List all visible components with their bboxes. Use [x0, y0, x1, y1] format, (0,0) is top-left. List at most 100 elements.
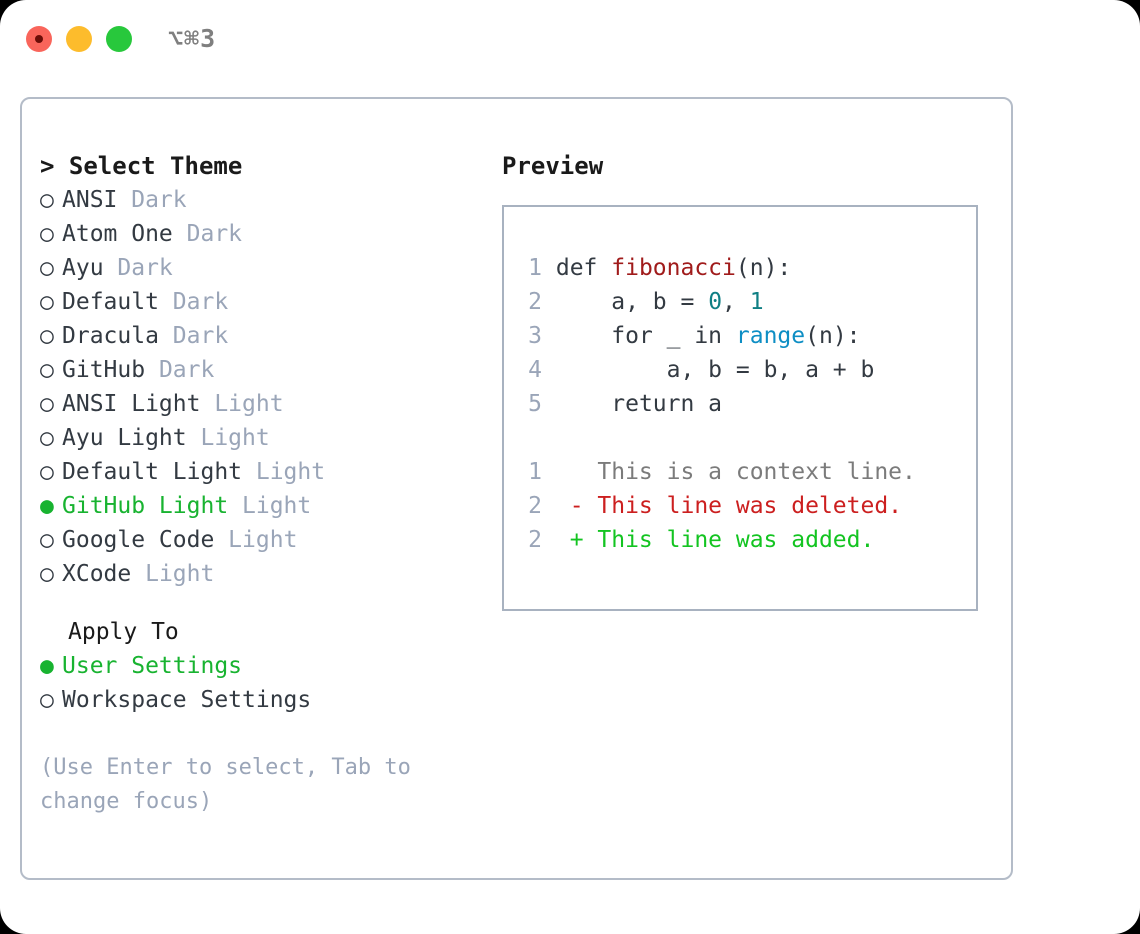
code-token: for _ in	[555, 323, 736, 349]
theme-option-5[interactable]: ○ GitHub Dark	[40, 353, 490, 387]
theme-option-label: XCode	[62, 561, 132, 587]
diff-line-text: This is a context line.	[542, 459, 916, 485]
diff-line-number: 1	[528, 459, 542, 485]
apply-to-list: ● User Settings ○ Workspace Settings	[40, 649, 490, 717]
minimize-button[interactable]	[66, 26, 92, 52]
diff-line-number: 2	[528, 493, 542, 519]
theme-option-4[interactable]: ○Dracula Dark	[40, 319, 490, 353]
code-line-number: 2	[528, 289, 542, 315]
code-line-text: for _ in range(n):	[542, 323, 861, 349]
theme-option-8[interactable]: ○ Default Light Light	[40, 455, 490, 489]
apply-to-option-1[interactable]: ○ Workspace Settings	[40, 683, 490, 717]
radio-selected-icon: ●	[40, 653, 54, 679]
theme-option-badge: Dark	[117, 187, 187, 213]
code-token: a, b = b, a + b	[555, 357, 875, 383]
code-token: 1	[749, 289, 764, 315]
theme-option-label: ANSI Light	[62, 391, 201, 417]
radio-unselected-icon: ○	[40, 687, 54, 713]
theme-option-badge: Light	[228, 493, 312, 519]
diff-line-text: - This line was deleted.	[542, 493, 903, 519]
theme-option-label: GitHub	[62, 357, 146, 383]
theme-option-label: ANSI	[62, 187, 118, 213]
apply-to-option-0[interactable]: ● User Settings	[40, 649, 490, 683]
code-line-number: 4	[528, 357, 542, 383]
spacer	[504, 421, 976, 455]
code-token: (n):	[805, 323, 861, 349]
preview-column: Preview 1 def fibonacci (n): 2 a, b = 0, 1…	[502, 149, 1002, 611]
code-line-number: 3	[528, 323, 542, 349]
theme-option-badge: Dark	[172, 221, 243, 247]
theme-option-6[interactable]: ○ ANSI Light Light	[40, 387, 490, 421]
radio-selected-icon: ●	[40, 493, 54, 519]
radio-unselected-icon: ○	[40, 221, 54, 247]
select-theme-title: Select Theme	[68, 152, 243, 180]
theme-option-badge: Light	[131, 561, 215, 587]
radio-unselected-icon: ○	[40, 561, 54, 587]
code-line-4: 5 return a	[504, 387, 976, 421]
code-line-2: 3 for _ in range(n):	[504, 319, 976, 353]
theme-option-0[interactable]: ○ANSI Dark	[40, 183, 490, 217]
theme-picker-column: > Select Theme ○ANSI Dark○Atom One Dark○…	[40, 149, 490, 819]
theme-option-10[interactable]: ○ Google Code Light	[40, 523, 490, 557]
maximize-button[interactable]	[106, 26, 132, 52]
theme-option-badge: Dark	[158, 289, 229, 315]
code-token: def	[555, 255, 612, 281]
apply-to-option-label: Workspace Settings	[62, 687, 312, 713]
code-token: return a	[555, 391, 723, 417]
recording-indicator-icon	[35, 35, 43, 43]
theme-option-label: Google Code	[62, 527, 215, 553]
diff-line-number: 2	[528, 527, 542, 553]
theme-option-3[interactable]: ○Default Dark	[40, 285, 490, 319]
keyboard-hint: (Use Enter to select, Tab to change focu…	[40, 755, 425, 814]
diff-sample: 1 This is a context line.2 - This line w…	[504, 455, 976, 557]
code-token: a, b =	[555, 289, 709, 315]
code-line-text: a, b = b, a + b	[542, 357, 875, 383]
radio-unselected-icon: ○	[40, 459, 54, 485]
keyboard-shortcut-label: ⌥⌘3	[168, 24, 217, 53]
theme-option-9[interactable]: ●GitHub Light Light	[40, 489, 490, 523]
radio-unselected-icon: ○	[40, 391, 54, 417]
code-line-1: 2 a, b = 0, 1	[504, 285, 976, 319]
spacer	[40, 591, 490, 615]
theme-option-label: Ayu	[62, 255, 104, 281]
code-line-number: 1	[528, 255, 542, 281]
theme-option-badge: Light	[242, 459, 326, 485]
diff-line-2: 2 + This line was added.	[504, 523, 976, 557]
radio-unselected-icon: ○	[40, 255, 54, 281]
radio-unselected-icon: ○	[40, 527, 54, 553]
theme-option-badge: Dark	[158, 323, 229, 349]
theme-option-7[interactable]: ○Ayu Light Light	[40, 421, 490, 455]
diff-line-1: 2 - This line was deleted.	[504, 489, 976, 523]
code-token: fibonacci	[611, 255, 736, 281]
theme-option-1[interactable]: ○Atom One Dark	[40, 217, 490, 251]
theme-list: ○ANSI Dark○Atom One Dark○Ayu Dark○Defaul…	[40, 183, 490, 591]
code-line-3: 4 a, b = b, a + b	[504, 353, 976, 387]
theme-option-badge: Light	[214, 527, 298, 553]
radio-unselected-icon: ○	[40, 323, 54, 349]
code-token: range	[735, 323, 806, 349]
apply-to-header: Apply To	[68, 619, 179, 645]
theme-option-11[interactable]: ○ XCode Light	[40, 557, 490, 591]
theme-option-badge: Light	[186, 425, 270, 451]
diff-line-text: + This line was added.	[542, 527, 875, 553]
theme-option-badge: Light	[200, 391, 284, 417]
theme-option-label: Default Light	[62, 459, 243, 485]
prompt-caret-icon: >	[40, 152, 55, 180]
radio-unselected-icon: ○	[40, 357, 54, 383]
code-line-number: 5	[528, 391, 542, 417]
apply-to-option-label: User Settings	[62, 653, 243, 679]
spacer	[40, 717, 490, 751]
code-token: ,	[722, 289, 750, 315]
preview-header: Preview	[502, 152, 604, 180]
theme-option-badge: Dark	[103, 255, 173, 281]
main-panel: > Select Theme ○ANSI Dark○Atom One Dark○…	[20, 97, 1013, 880]
radio-unselected-icon: ○	[40, 289, 54, 315]
diff-line-0: 1 This is a context line.	[504, 455, 976, 489]
theme-option-2[interactable]: ○ Ayu Dark	[40, 251, 490, 285]
theme-option-badge: Dark	[145, 357, 215, 383]
code-line-text: a, b = 0, 1	[542, 289, 764, 315]
title-bar: ⌥⌘3	[0, 0, 1140, 78]
